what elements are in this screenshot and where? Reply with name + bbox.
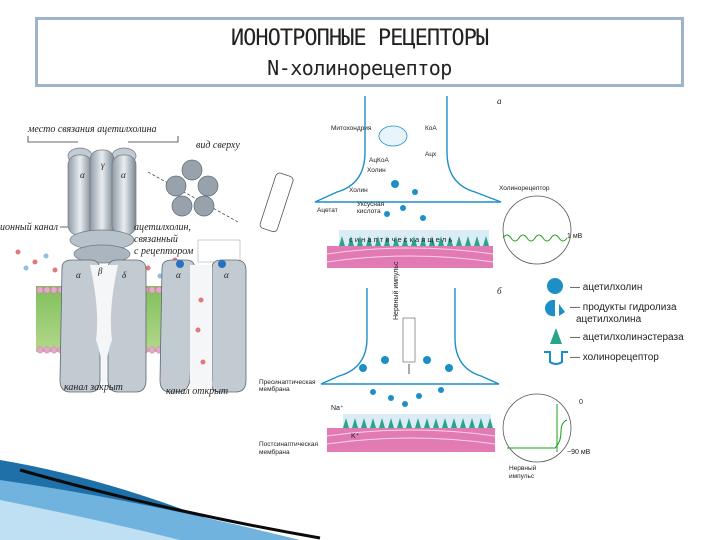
top-view-label: вид сверху bbox=[196, 140, 240, 151]
vial-icon bbox=[259, 172, 294, 233]
legend-ache-text: — ацетилхолинэстераза bbox=[570, 332, 684, 343]
svg-text:α: α bbox=[176, 270, 181, 280]
synaptic-cleft-label: с и н а п т и ч е с к а я щ е л ь bbox=[349, 235, 452, 244]
oscilloscope-a bbox=[502, 195, 572, 265]
acetyl-coa-label: АцКоА bbox=[369, 157, 389, 164]
svg-text:β: β bbox=[97, 266, 103, 276]
postsynaptic-membrane-b bbox=[326, 414, 496, 452]
legend-hydrolysis-symbol bbox=[544, 299, 565, 317]
mv1-label: 1 мВ bbox=[567, 233, 583, 240]
slide-subtitle: N-холинорецептор bbox=[267, 56, 452, 80]
choline-receptor-label: Холинорецептор bbox=[499, 185, 550, 192]
presynaptic-label-2: мембрана bbox=[259, 385, 290, 393]
bottom-decoration bbox=[0, 460, 321, 540]
legend: — ацетилхолин — продукты гидролиза ацети… bbox=[544, 278, 684, 365]
svg-text:δ: δ bbox=[122, 270, 127, 280]
synapse-figure: а Митохондрия КоА АцКоА Ацх Холин Холин … bbox=[259, 96, 591, 480]
ach-small-label: Ацх bbox=[425, 151, 437, 158]
ach-bound-label-2: связанный bbox=[134, 234, 178, 245]
acetic-acid-label-1: Уксусная bbox=[357, 201, 385, 208]
postsynaptic-label-2: мембрана bbox=[259, 448, 290, 456]
choline2-label: Холин bbox=[349, 187, 368, 194]
receptor-side-view: α γ α bbox=[67, 147, 137, 264]
channel-closed: α β δ bbox=[59, 259, 147, 393]
minus90-label: −90 мВ bbox=[567, 449, 591, 456]
oscilloscope-b bbox=[502, 393, 572, 463]
postsynaptic-label-1: Постсинаптическая bbox=[259, 441, 319, 448]
subunit-alpha-2: α bbox=[121, 170, 126, 180]
channel-open: α α bbox=[159, 259, 247, 393]
nerve-impulse-line2: импульс bbox=[393, 261, 400, 289]
legend-ach-symbol bbox=[547, 278, 563, 294]
slide-title: ИОНОТРОПНЫЕ РЕЦЕПТОРЫ bbox=[230, 26, 489, 51]
legend-ache-symbol bbox=[550, 328, 562, 344]
postsynaptic-membrane-a bbox=[326, 230, 494, 268]
subunit-gamma: γ bbox=[101, 160, 105, 170]
nerve-impulse2-label-2: импульс bbox=[509, 473, 535, 480]
presynaptic-terminal-b bbox=[320, 288, 500, 385]
presynaptic-terminal-a bbox=[314, 96, 502, 203]
na-label: Na⁺ bbox=[331, 405, 344, 412]
nerve-impulse-label: Нервный импульс bbox=[393, 262, 400, 320]
ach-bound-label-3: с рецептором bbox=[134, 246, 194, 257]
channel-closed-label: канал закрыт bbox=[64, 382, 123, 393]
nerve-impulse2-label-1: Нервный bbox=[509, 464, 537, 472]
legend-hydrolysis-text-1: — продукты гидролиза bbox=[570, 302, 677, 313]
subunit-alpha-1: α bbox=[80, 170, 85, 180]
legend-receptor-text: — холинорецептор bbox=[570, 352, 659, 363]
binding-site-label: место связания ацетилхолина bbox=[27, 124, 157, 135]
panel-a-label: а bbox=[497, 96, 502, 106]
mitochondria-label: Митохондрия bbox=[331, 125, 372, 132]
receptor-structure-figure: место связания ацетилхолина вид сверху и… bbox=[0, 124, 247, 397]
legend-ach-text: — ацетилхолин bbox=[570, 282, 642, 293]
zero-label: 0 bbox=[579, 399, 583, 406]
choline-label: Холин bbox=[367, 167, 386, 174]
k-label: K⁺ bbox=[351, 433, 360, 440]
title-box: ИОНОТРОПНЫЕ РЕЦЕПТОРЫ N-холинорецептор bbox=[35, 17, 684, 87]
coa-label: КоА bbox=[425, 125, 437, 132]
receptor-top-view bbox=[147, 159, 239, 223]
presynaptic-label-1: Пресинаптическая bbox=[259, 379, 316, 386]
svg-text:α: α bbox=[76, 270, 81, 280]
ach-bound-label-1: ацетилхолин, bbox=[134, 222, 191, 233]
legend-hydrolysis-text-2: ацетилхолина bbox=[576, 314, 642, 325]
legend-receptor-symbol bbox=[544, 351, 568, 365]
nerve-impulse-line1: Нервный bbox=[393, 290, 400, 320]
channel-open-label: канал открыт bbox=[166, 386, 228, 397]
acetic-acid-label-2: кислота bbox=[357, 208, 381, 215]
acetate-label: Ацетат bbox=[317, 207, 338, 214]
ion-channel-label: ионный канал bbox=[0, 222, 59, 233]
panel-b-label: б bbox=[497, 286, 502, 296]
svg-text:α: α bbox=[224, 270, 229, 280]
